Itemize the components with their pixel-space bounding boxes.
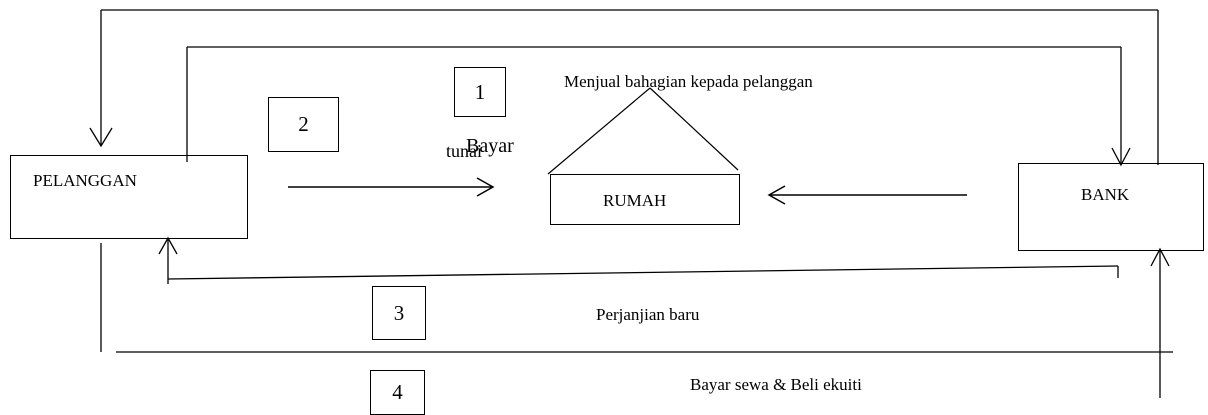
node-rumah: RUMAH xyxy=(550,174,740,225)
label-menjual: Menjual bahagian kepada pelanggan xyxy=(564,72,813,91)
house-roof xyxy=(547,87,739,175)
node-bank-label: BANK xyxy=(1081,185,1130,204)
label-perjanjian: Perjanjian baru xyxy=(596,305,700,324)
loop-top-inner xyxy=(186,46,1131,167)
step-4-box: 4 xyxy=(370,370,425,415)
arrow-bank-to-rumah xyxy=(767,185,967,205)
loop-top-outer xyxy=(89,9,1159,165)
label-bayar-sewa: Bayar sewa & Beli ekuiti xyxy=(690,375,862,394)
step-2-box: 2 xyxy=(268,97,339,152)
label-bayar: Bayar xyxy=(466,135,514,157)
arrow-pelanggan-to-rumah xyxy=(288,177,495,197)
step-3-box: 3 xyxy=(372,286,426,340)
node-rumah-label: RUMAH xyxy=(603,191,667,210)
step-1-box: 1 xyxy=(454,67,506,117)
node-pelanggan: PELANGGAN xyxy=(10,155,248,239)
arrow-pelanggan-to-bank xyxy=(100,243,1173,398)
node-bank: BANK xyxy=(1018,163,1204,251)
node-pelanggan-label: PELANGGAN xyxy=(33,171,137,190)
label-tunai: tunai xyxy=(446,141,482,161)
arrow-bank-to-pelanggan xyxy=(158,236,1119,284)
